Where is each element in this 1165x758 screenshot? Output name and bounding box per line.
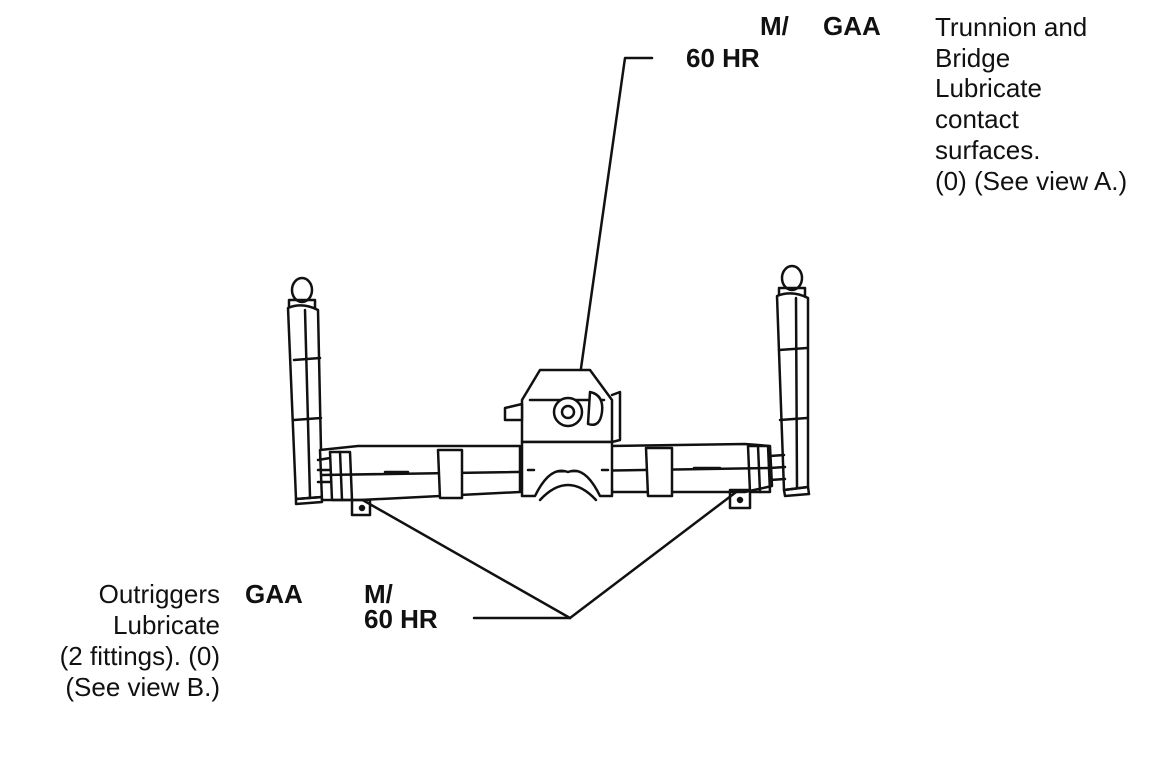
outriggers-desc-line2: (2 fittings). (0)	[59, 641, 220, 671]
outrigger-leader-right	[568, 478, 754, 620]
trunnion-desc-line4: (0) (See view A.)	[935, 166, 1128, 196]
trunnion-bridge	[503, 368, 622, 502]
left-outrigger	[286, 276, 324, 506]
trunnion-interval-line2: 60 HR	[686, 43, 760, 73]
outriggers-desc-line1: Lubricate	[113, 610, 220, 640]
axle-beam	[316, 442, 787, 517]
outrigger-leader-left	[343, 488, 572, 620]
trunnion-interval-line1: M/	[760, 11, 789, 41]
trunnion-desc-line2: contact	[935, 104, 1019, 134]
trunnion-leader	[566, 56, 654, 462]
outriggers-desc-line3: (See view B.)	[65, 672, 220, 702]
outriggers-item-label: Outriggers	[98, 579, 220, 609]
outriggers-interval-line2: 60 HR	[364, 604, 438, 634]
leader-lines	[343, 56, 754, 620]
trunnion-item-label: Trunnion and Bridge	[935, 12, 1088, 73]
trunnion-desc-line1: Lubricate	[935, 73, 1042, 103]
outriggers-lubricant: GAA	[245, 579, 303, 609]
trunnion-desc-line3: surfaces.	[935, 135, 1041, 165]
outriggers-interval-line1: M/	[364, 579, 393, 609]
trunnion-lubricant: GAA	[823, 11, 881, 41]
right-outrigger	[775, 264, 811, 498]
